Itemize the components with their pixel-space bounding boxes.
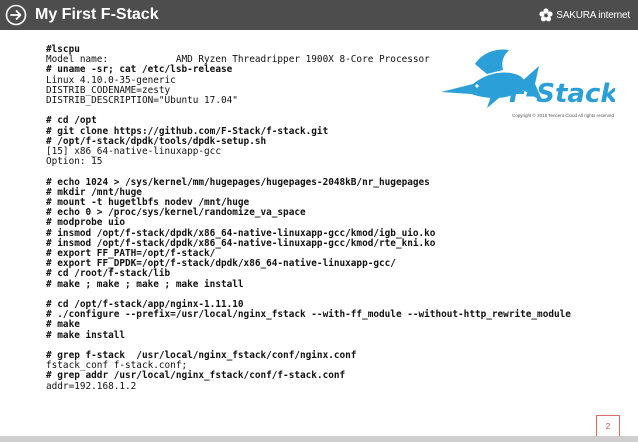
output-line: [15] x86_64-native-linuxapp-gcc	[46, 146, 221, 158]
page-number: 2	[596, 415, 620, 437]
output-line: addr=192.168.1.2	[46, 380, 137, 392]
command-line: # insmod /opt/f-stack/dpdk/x86_64-native…	[46, 237, 436, 249]
command-line: # modprobe uio	[46, 217, 126, 229]
arrow-right-circle-icon	[5, 4, 27, 26]
command-line: # export FF_PATH=/opt/f-stack/	[46, 248, 216, 260]
command-line: # make ; make ; make ; make install	[46, 278, 244, 290]
command-line: # mount -t hugetlbfs nodev /mnt/huge	[46, 197, 250, 209]
sakura-flower-icon	[539, 8, 553, 22]
command-line: #lscpu	[46, 44, 80, 55]
output-line: fstack_conf f-stack.conf;	[46, 360, 188, 372]
slide-header: My First F-Stack SAKURA internet	[0, 0, 638, 30]
f-stack-logo: F-Stack	[435, 44, 619, 134]
output-line: Option: 15	[46, 156, 103, 168]
command-line: # echo 0 > /proc/sys/kernel/randomize_va…	[46, 207, 306, 219]
command-line: # grep f-stack /usr/local/nginx_fstack/c…	[46, 350, 357, 362]
command-line: # cd /opt/f-stack/app/nginx-1.11.10	[46, 299, 244, 311]
copyright-text: Copyright © 2018 Tencent Cloud All right…	[512, 113, 616, 118]
brand-name: SAKURA internet	[556, 9, 630, 21]
command-line: # mkdir /mnt/huge	[46, 186, 142, 198]
command-line: # echo 1024 > /sys/kernel/mm/hugepages/h…	[46, 176, 430, 188]
command-line: # make	[46, 319, 80, 331]
output-line: Model name: AMD Ryzen Threadripper 1900X…	[46, 54, 430, 66]
command-line: # export FF_DPDK=/opt/f-stack/dpdk/x86_6…	[46, 258, 396, 270]
command-line: # insmod /opt/f-stack/dpdk/x86_64-native…	[46, 227, 436, 239]
output-line: DISTRIB_CODENAME=zesty	[46, 84, 171, 96]
slide-title: My First F-Stack	[35, 6, 159, 23]
command-line: # cd /opt	[46, 115, 97, 127]
swordfish-icon: F-Stack	[441, 49, 619, 109]
command-line: # grep addr /usr/local/nginx_fstack/conf…	[46, 370, 346, 382]
command-line: # cd /root/f-stack/lib	[46, 268, 171, 280]
command-line: # ./configure --prefix=/usr/local/nginx_…	[46, 309, 571, 321]
footer-bar	[0, 436, 638, 442]
command-line: # /opt/f-stack/dpdk/tools/dpdk-setup.sh	[46, 135, 267, 147]
command-line: # uname -sr; cat /etc/lsb-release	[46, 64, 233, 76]
output-line: DISTRIB_DESCRIPTION="Ubuntu 17.04"	[46, 95, 238, 107]
output-line: Linux 4.10.0-35-generic	[46, 74, 176, 86]
brand-logo: SAKURA internet	[538, 7, 630, 23]
command-line: # make install	[46, 329, 126, 341]
logo-wordmark: F-Stack	[509, 79, 615, 109]
command-line: # git clone https://github.com/F-Stack/f…	[46, 125, 329, 137]
